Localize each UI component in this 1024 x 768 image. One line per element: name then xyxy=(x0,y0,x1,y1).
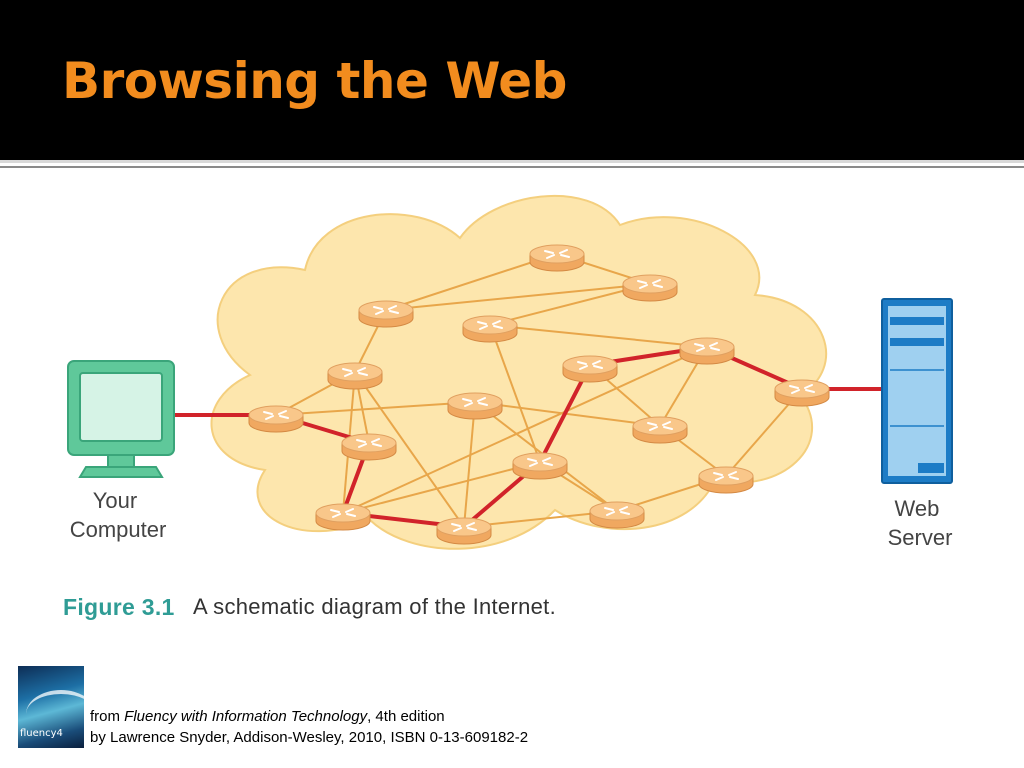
link-r8-r12 xyxy=(489,324,541,463)
header-divider-light xyxy=(0,160,1024,163)
router-7 xyxy=(622,274,678,302)
link-r1-r14 xyxy=(275,401,476,416)
cover-title: fluency4 xyxy=(20,728,63,739)
router-3 xyxy=(327,362,383,390)
credit-prefix: from xyxy=(90,708,125,725)
router-4 xyxy=(315,503,371,531)
router-1 xyxy=(248,405,304,433)
router-10 xyxy=(562,355,618,383)
credit-line-2: by Lawrence Snyder, Addison-Wesley, 2010… xyxy=(90,729,529,746)
figure-label: Figure 3.1 xyxy=(63,594,175,620)
router-9 xyxy=(679,337,735,365)
link-r4-r9 xyxy=(342,346,708,514)
slide-header: Browsing the Web xyxy=(0,0,1024,160)
link-r13-r14 xyxy=(463,401,476,528)
link-r14-r11 xyxy=(474,401,661,427)
routers xyxy=(248,244,830,545)
slide-title: Browsing the Web xyxy=(62,52,567,110)
link-r5-r6 xyxy=(385,253,558,311)
router-8 xyxy=(462,315,518,343)
router-2 xyxy=(341,433,397,461)
header-divider-dark xyxy=(0,166,1024,168)
source-credit: from Fluency with Information Technology… xyxy=(90,706,528,748)
credit-book-title: Fluency with Information Technology xyxy=(124,708,368,725)
router-6 xyxy=(529,244,585,272)
figure-caption: A schematic diagram of the Internet. xyxy=(193,594,556,619)
router-17 xyxy=(774,379,830,407)
router-14 xyxy=(447,392,503,420)
internet-diagram: Your Computer Web Server xyxy=(67,195,953,550)
your-computer-icon xyxy=(67,360,175,478)
router-15 xyxy=(589,501,645,529)
web-server-icon xyxy=(881,298,953,484)
link-r8-r9 xyxy=(489,324,708,348)
cover-wave xyxy=(26,690,84,738)
credit-edition: , 4th edition xyxy=(367,708,445,725)
internet-cloud xyxy=(210,195,827,550)
router-5 xyxy=(358,300,414,328)
your-computer-label: Your Computer xyxy=(70,488,167,542)
router-13 xyxy=(436,517,492,545)
link-r4-r12 xyxy=(342,461,541,514)
router-12 xyxy=(512,452,568,480)
link-r3-r13 xyxy=(354,371,465,528)
router-16 xyxy=(698,466,754,494)
link-r5-r7 xyxy=(385,283,651,311)
web-server-label: Web Server xyxy=(888,496,953,550)
router-11 xyxy=(632,416,688,444)
book-cover-image: fluency4 xyxy=(18,666,84,748)
